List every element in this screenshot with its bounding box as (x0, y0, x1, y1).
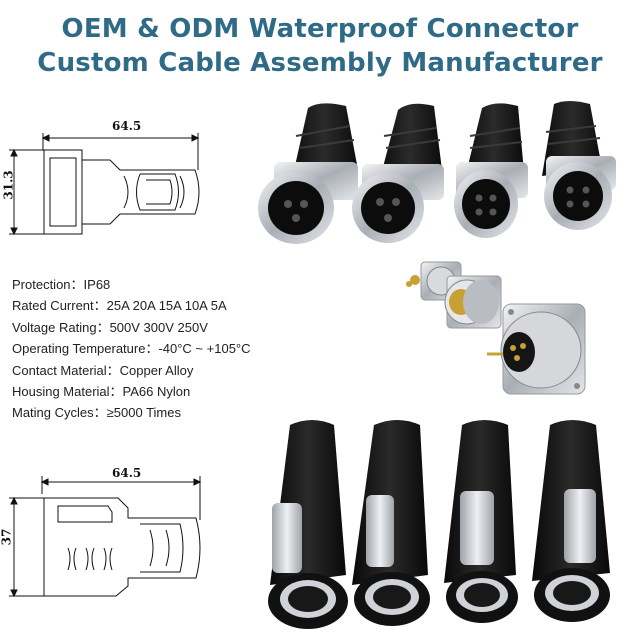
specifications-list: Protection：IP68 Rated Current：25A 20A 15… (12, 274, 251, 424)
top-length-dimension: 64.5 (112, 119, 142, 133)
spec-protection: Protection：IP68 (12, 277, 111, 292)
male-connector-1 (268, 420, 348, 629)
male-connector-3 (444, 420, 518, 623)
spec-housing-material: Housing Material：PA66 Nylon (12, 384, 191, 400)
top-dimension-drawing (9, 133, 200, 236)
receptacle-small-2 (444, 275, 502, 329)
spec-operating-temperature: Operating Temperature：-40°C ~ +105°C (12, 341, 251, 357)
female-connector-4 (542, 101, 616, 230)
female-connectors-row (258, 101, 616, 244)
headline-line-1: OEM & ODM Waterproof Connector (61, 14, 579, 44)
bottom-length-dimension: 64.5 (112, 466, 142, 480)
bottom-height-dimension: 37 (0, 528, 14, 546)
top-height-dimension: 31.3 (1, 170, 16, 200)
female-connector-3 (454, 103, 528, 238)
spec-rated-current: Rated Current：25A 20A 15A 10A 5A (12, 298, 227, 314)
female-connector-1 (258, 103, 358, 244)
panel-mount-receptacles (406, 261, 586, 395)
male-connector-4 (532, 420, 610, 622)
spec-contact-material: Contact Material：Copper Alloy (12, 362, 194, 378)
male-connector-2 (352, 420, 430, 626)
spec-mating-cycles: Mating Cycles：≥5000 Times (12, 405, 181, 421)
bottom-dimension-drawing (9, 476, 202, 598)
male-connectors-row (268, 420, 610, 629)
spec-voltage-rating: Voltage Rating：500V 300V 250V (12, 319, 208, 335)
receptacle-large (487, 303, 586, 395)
headline-line-2: Custom Cable Assembly Manufacturer (37, 48, 603, 78)
female-connector-2 (352, 103, 444, 243)
